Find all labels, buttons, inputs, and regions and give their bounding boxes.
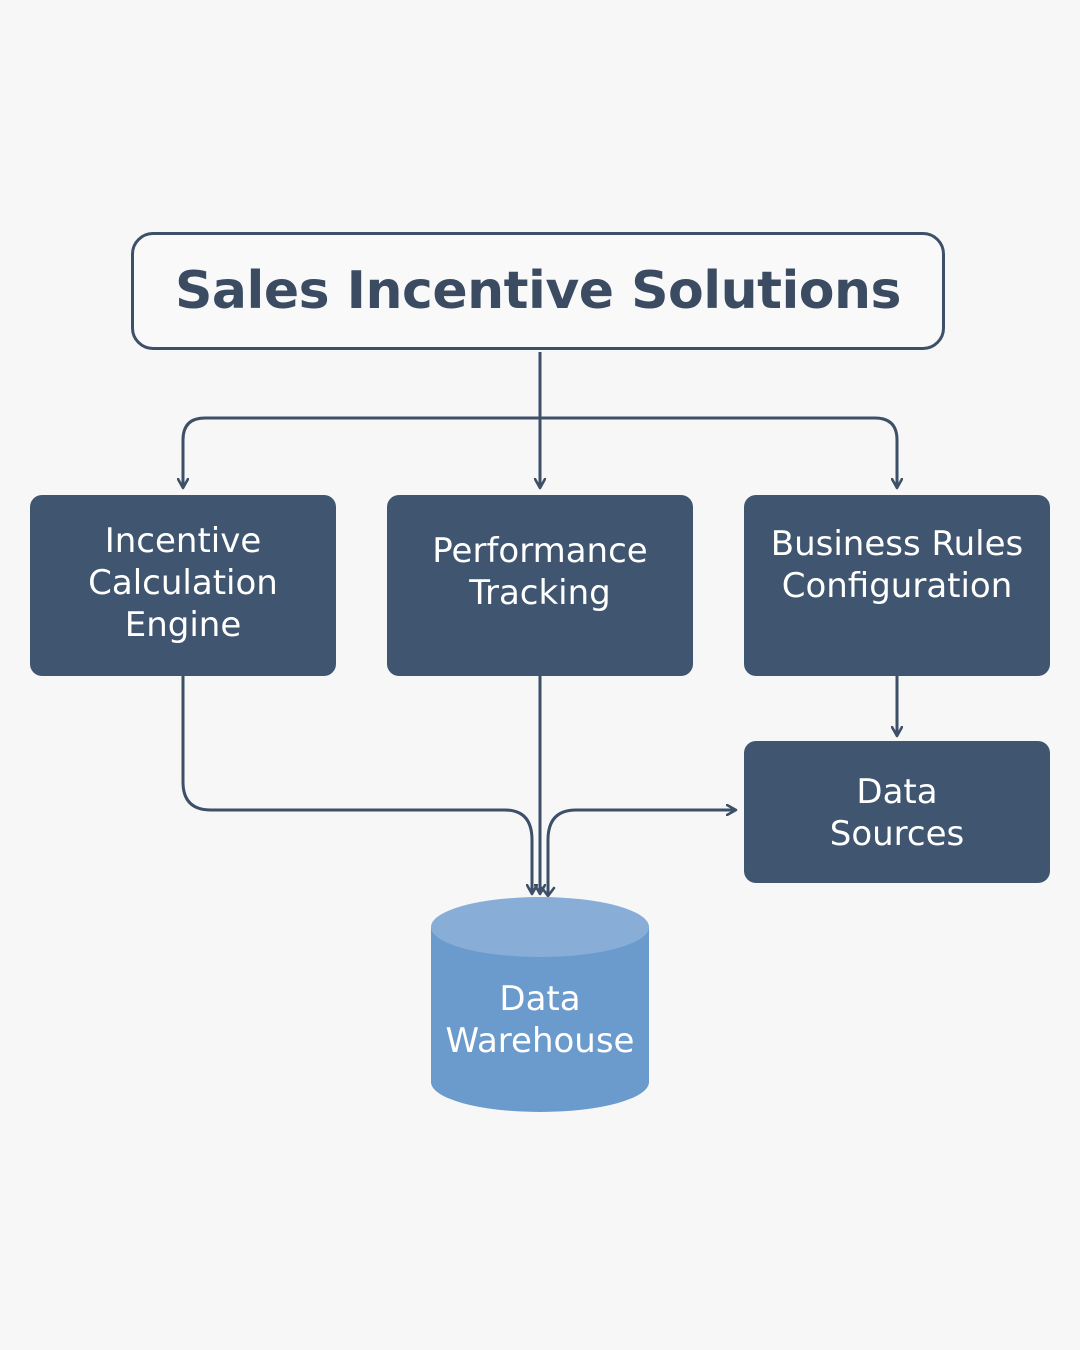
node-performance-tracking: Performance Tracking <box>387 495 693 676</box>
node-label: Data Sources <box>829 772 965 854</box>
node-label: Incentive Calculation Engine <box>88 521 278 645</box>
node-label: Performance Tracking <box>432 531 648 613</box>
arrow-incentive-to-warehouse <box>181 676 532 894</box>
node-incentive-calculation-engine: Incentive Calculation Engine <box>30 495 336 676</box>
node-business-rules-configuration: Business Rules Configuration <box>744 495 1050 676</box>
node-data-sources: Data Sources <box>744 741 1050 883</box>
diagram-title: Sales Incentive Solutions <box>174 261 902 321</box>
node-label: Business Rules Configuration <box>770 524 1024 606</box>
data-warehouse-cylinder <box>431 897 649 1112</box>
title-box: Sales Incentive Solutions <box>131 232 945 350</box>
data-warehouse-label: Data Warehouse <box>445 979 635 1061</box>
arrowhead-warehouse-up <box>540 886 556 898</box>
arrow-warehouse-to-sources <box>546 810 736 894</box>
